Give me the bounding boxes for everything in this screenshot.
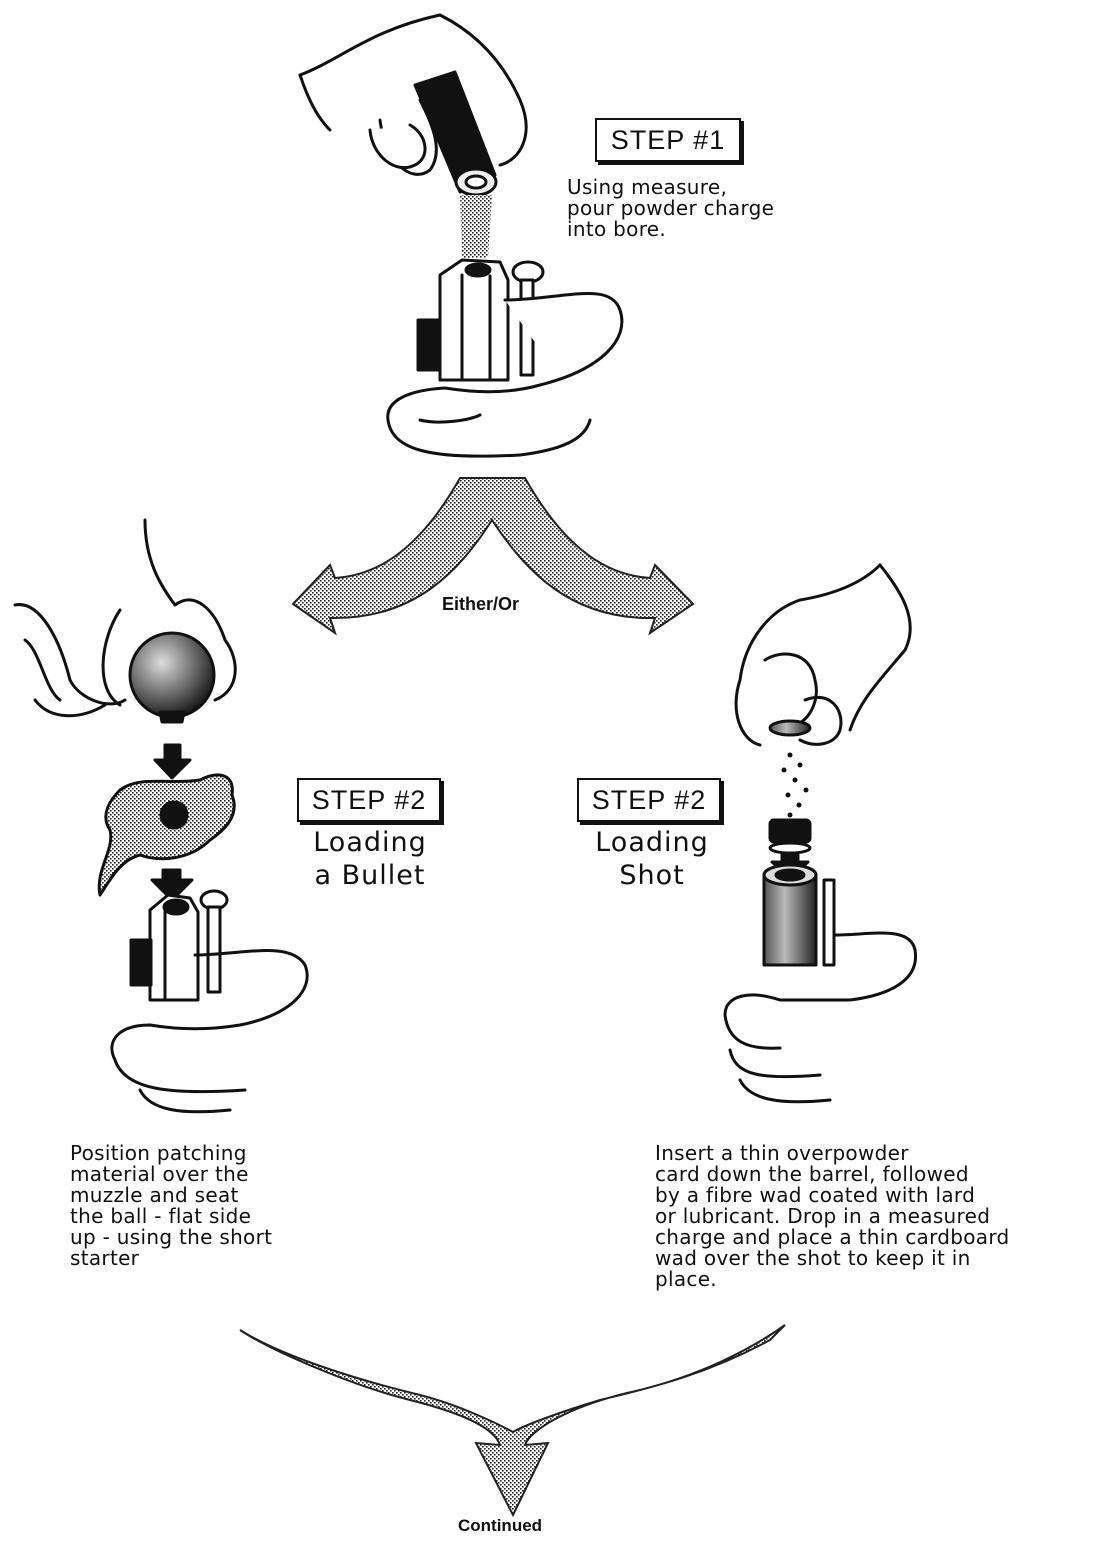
step1-label: STEP #1: [595, 118, 741, 162]
split-arrow: [291, 477, 695, 636]
bullet-illustration: [13, 518, 309, 1114]
step2-bullet-instructions: Position patching material over the muzz…: [70, 1141, 273, 1270]
step1-illustration: [298, 13, 624, 458]
step1-instructions: Using measure, pour powder charge into b…: [567, 175, 775, 241]
step2-bullet-label: STEP #2: [297, 778, 441, 822]
shot-illustration: [723, 563, 918, 1104]
step2-shot-instructions: Insert a thin overpowder card down the b…: [655, 1141, 1010, 1291]
step2-shot-subtitle: Loading Shot: [595, 827, 709, 891]
either-or-label: Either/Or: [442, 594, 520, 614]
step2-shot-label: STEP #2: [577, 778, 721, 822]
continued-label: Continued: [458, 1516, 543, 1535]
merge-arrow: [239, 1324, 786, 1518]
step2-bullet-subtitle: Loading a Bullet: [313, 827, 427, 891]
